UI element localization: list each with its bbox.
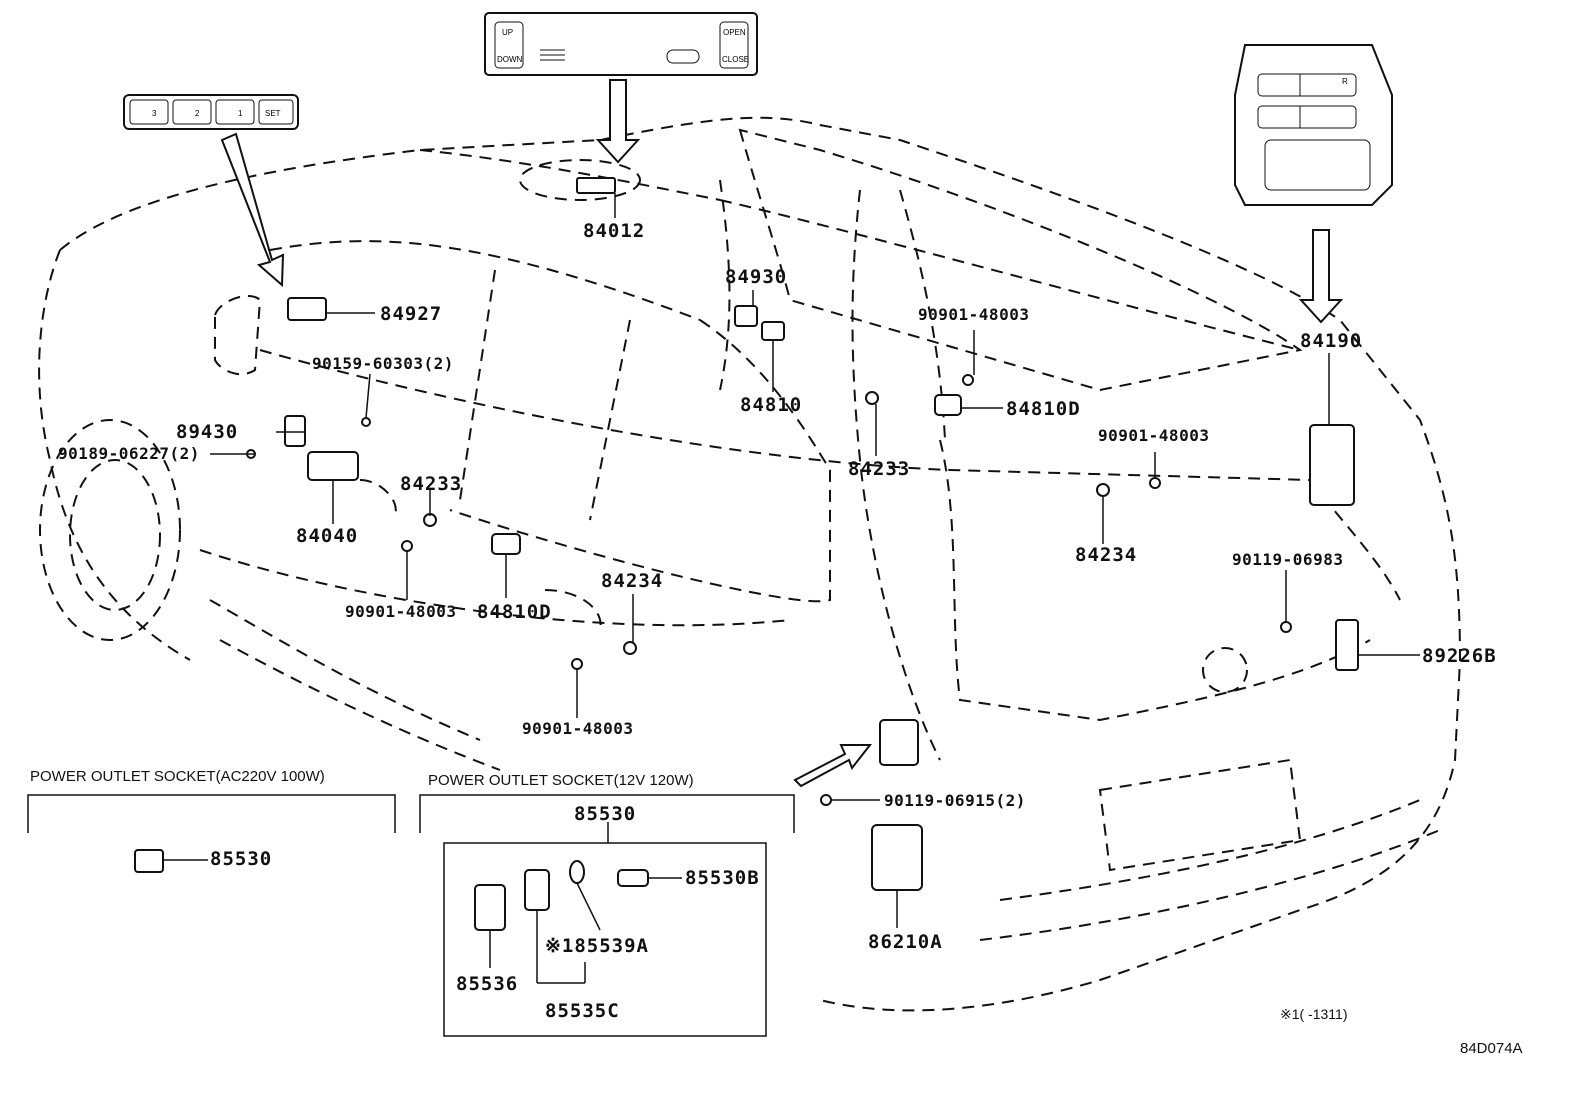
label-85539a: ※185539A [545, 935, 649, 957]
seat-memory-button-set: SET [265, 109, 281, 118]
label-84810d-top: 84810D [1006, 398, 1081, 420]
label-89430: 89430 [176, 421, 239, 443]
callout-arrows [220, 79, 1344, 788]
label-85530-ac: 85530 [210, 848, 273, 870]
label-84190: 84190 [1300, 330, 1363, 352]
label-90159-60303: 90159-60303(2) [312, 354, 454, 373]
parts-icons [134, 177, 1359, 931]
label-90119-06983: 90119-06983 [1232, 550, 1344, 569]
seat-memory-button-2: 2 [195, 109, 200, 118]
section-title-dc-outlet: POWER OUTLET SOCKET(12V 120W) [428, 772, 694, 789]
vehicle-outline [38, 116, 1462, 1012]
diagram-code: 84D074A [1460, 1040, 1523, 1057]
label-84233-left: 84233 [400, 473, 463, 495]
label-85530-12v: 85530 [574, 803, 637, 825]
footnote: ※1( -1311) [1280, 1006, 1348, 1022]
label-86210a: 86210A [868, 931, 943, 953]
label-84810d-mid: 84810D [477, 601, 552, 623]
sunroof-open-label: OPEN [723, 28, 746, 37]
label-90119-06915: 90119-06915(2) [884, 791, 1026, 810]
label-84012: 84012 [583, 220, 646, 242]
leader-lines [27, 193, 1420, 1037]
label-84233-right: 84233 [848, 458, 911, 480]
label-84930: 84930 [725, 266, 788, 288]
label-84234-right: 84234 [1075, 544, 1138, 566]
section-title-ac-outlet: POWER OUTLET SOCKET(AC220V 100W) [30, 768, 325, 785]
label-89226b: 89226B [1422, 645, 1497, 667]
label-84234-mid: 84234 [601, 570, 664, 592]
label-84927: 84927 [380, 303, 443, 325]
sunroof-up-label: UP [502, 28, 513, 37]
label-90901-48003-top: 90901-48003 [918, 305, 1030, 324]
label-84040: 84040 [296, 525, 359, 547]
seat-memory-switch-panel [123, 94, 299, 130]
label-90901-48003-left: 90901-48003 [345, 602, 457, 621]
seat-memory-button-3: 3 [152, 109, 157, 118]
label-90189-06227: 90189-06227(2) [58, 444, 200, 463]
rear-control-panel [1234, 44, 1393, 206]
seat-memory-button-1: 1 [238, 109, 243, 118]
sunroof-down-label: DOWN [497, 55, 523, 64]
label-90901-48003-bottom: 90901-48003 [522, 719, 634, 738]
label-85530b: 85530B [685, 867, 760, 889]
rear-control-r-label: R [1342, 77, 1348, 86]
label-85535c: 85535C [545, 1000, 620, 1022]
label-85536: 85536 [456, 973, 519, 995]
label-90901-48003-right: 90901-48003 [1098, 426, 1210, 445]
sunroof-close-label: CLOSE [722, 55, 749, 64]
sunroof-switch-panel [484, 12, 758, 76]
label-84810: 84810 [740, 394, 803, 416]
